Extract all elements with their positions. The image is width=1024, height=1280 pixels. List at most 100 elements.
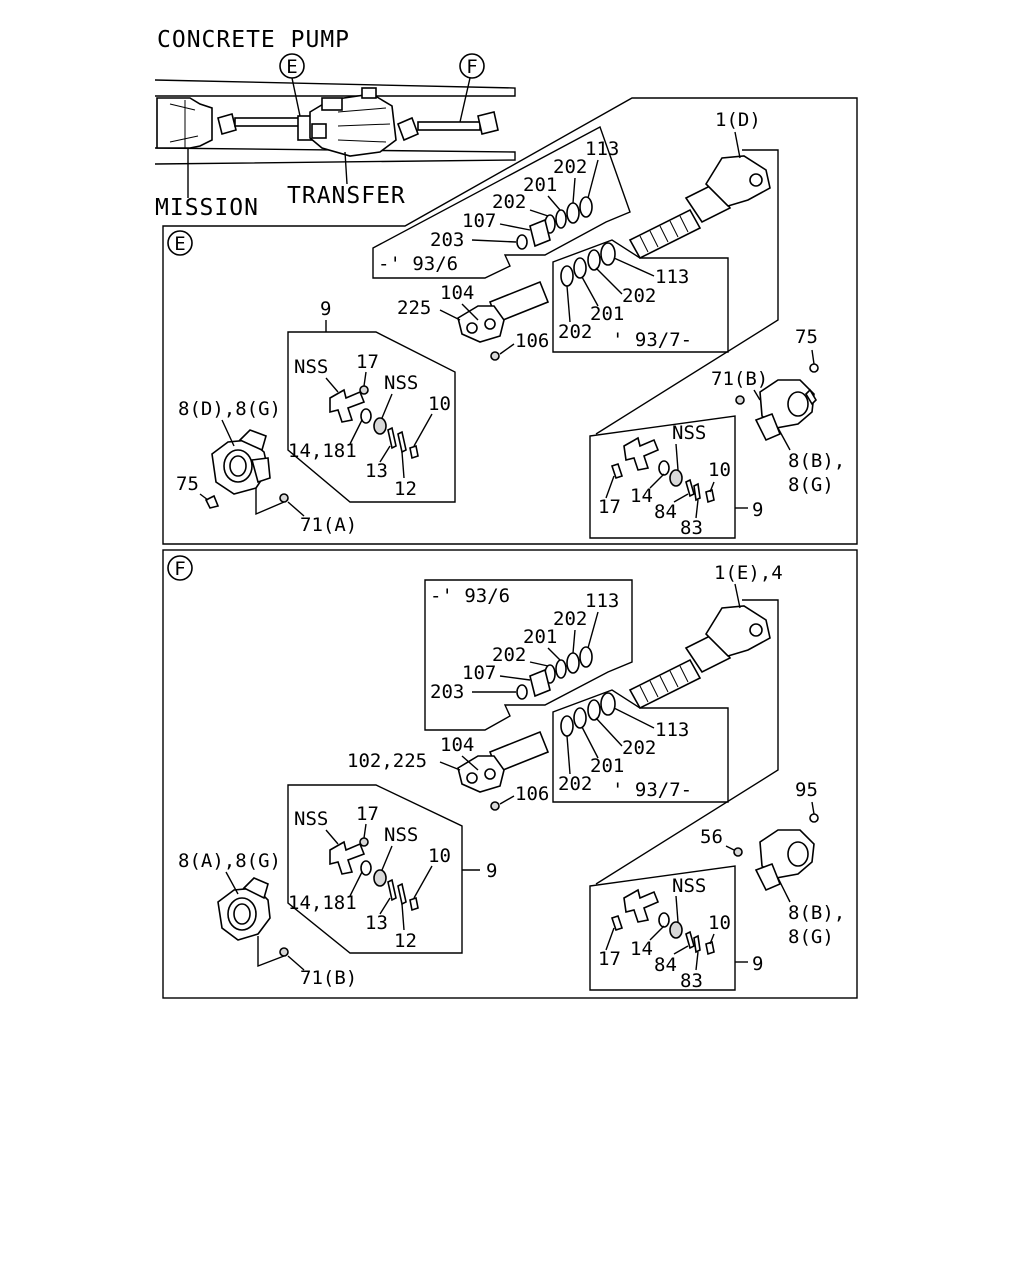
svg-text:8(G): 8(G) bbox=[788, 474, 834, 496]
front-shaft bbox=[234, 117, 306, 127]
svg-text:102,225: 102,225 bbox=[347, 750, 427, 772]
svg-text:113: 113 bbox=[585, 138, 619, 160]
kit-9-right-frame-f bbox=[589, 865, 736, 991]
svg-text:202: 202 bbox=[622, 737, 656, 759]
svg-text:203: 203 bbox=[430, 681, 464, 703]
svg-text:104: 104 bbox=[440, 282, 474, 304]
svg-text:9: 9 bbox=[320, 298, 331, 320]
svg-text:75: 75 bbox=[795, 326, 818, 348]
rear-yoke bbox=[477, 111, 499, 135]
part-107-upper bbox=[529, 218, 551, 248]
svg-text:202: 202 bbox=[553, 608, 587, 630]
svg-text:75: 75 bbox=[176, 473, 199, 495]
svg-text:84: 84 bbox=[654, 501, 677, 523]
svg-text:107: 107 bbox=[462, 662, 496, 684]
svg-text:14: 14 bbox=[630, 485, 653, 507]
nut-71a bbox=[279, 493, 289, 503]
panel-e-marker bbox=[167, 230, 193, 256]
svg-text:202: 202 bbox=[622, 285, 656, 307]
svg-text:8(A),8(G): 8(A),8(G) bbox=[178, 850, 281, 872]
svg-text:71(A): 71(A) bbox=[300, 514, 357, 536]
svg-text:NSS: NSS bbox=[672, 422, 706, 444]
svg-text:17: 17 bbox=[356, 803, 379, 825]
mission-label: MISSION bbox=[155, 195, 259, 221]
splined-shaft-f bbox=[628, 658, 702, 710]
late-version-box-f bbox=[552, 689, 729, 803]
svg-text:71(B): 71(B) bbox=[711, 368, 768, 390]
svg-text:12: 12 bbox=[394, 930, 417, 952]
svg-text:104: 104 bbox=[440, 734, 474, 756]
svg-text:10: 10 bbox=[428, 393, 451, 415]
svg-text:225: 225 bbox=[397, 297, 431, 319]
svg-text:71(B): 71(B) bbox=[300, 967, 357, 989]
panel-f-marker bbox=[167, 555, 193, 581]
svg-text:9: 9 bbox=[486, 860, 497, 882]
panel-e: E -' 93/6 ' 93/7- 1(D) 113 202 201 202 1… bbox=[162, 97, 858, 545]
svg-text:8(B),: 8(B), bbox=[788, 902, 845, 924]
svg-text:202: 202 bbox=[553, 156, 587, 178]
shaft-yoke-f bbox=[704, 605, 771, 657]
slip-yoke-104 bbox=[457, 305, 505, 343]
svg-text:203: 203 bbox=[430, 229, 464, 251]
svg-text:56: 56 bbox=[700, 826, 723, 848]
marker-e-label: E bbox=[286, 56, 297, 78]
svg-text:202: 202 bbox=[558, 321, 592, 343]
svg-text:10: 10 bbox=[428, 845, 451, 867]
grease-fitting-106 bbox=[490, 351, 500, 361]
page-title: CONCRETE PUMP bbox=[157, 27, 350, 53]
svg-text:113: 113 bbox=[655, 266, 689, 288]
kit-9-left-frame-f bbox=[287, 784, 463, 954]
marker-f-circle bbox=[459, 53, 485, 79]
bolt-75-right bbox=[809, 363, 819, 373]
late-version-box bbox=[552, 239, 729, 353]
transfer-label: TRANSFER bbox=[287, 183, 406, 209]
svg-text:NSS: NSS bbox=[672, 875, 706, 897]
nut-71b bbox=[735, 395, 745, 405]
part-113-upper bbox=[579, 196, 593, 218]
svg-text:14: 14 bbox=[630, 938, 653, 960]
bolt-75-left bbox=[204, 494, 220, 509]
svg-text:14,181: 14,181 bbox=[288, 440, 357, 462]
svg-text:NSS: NSS bbox=[294, 356, 328, 378]
svg-text:8(G): 8(G) bbox=[788, 926, 834, 948]
svg-text:113: 113 bbox=[655, 719, 689, 741]
early-version-box-f bbox=[424, 579, 633, 731]
svg-text:84: 84 bbox=[654, 954, 677, 976]
shaft-yoke bbox=[704, 155, 771, 207]
kit-9-left-frame bbox=[287, 331, 456, 503]
svg-text:8(D),8(G): 8(D),8(G) bbox=[178, 398, 281, 420]
svg-text:106: 106 bbox=[515, 783, 549, 805]
front-yoke bbox=[217, 113, 237, 135]
svg-text:113: 113 bbox=[585, 590, 619, 612]
svg-text:202: 202 bbox=[492, 644, 526, 666]
svg-text:201: 201 bbox=[523, 174, 557, 196]
svg-text:17: 17 bbox=[598, 496, 621, 518]
svg-text:10: 10 bbox=[708, 459, 731, 481]
svg-text:202: 202 bbox=[558, 773, 592, 795]
panel-e-frame bbox=[162, 97, 858, 545]
early-version-label: -' 93/6 bbox=[378, 253, 458, 275]
svg-text:13: 13 bbox=[365, 912, 388, 934]
marker-f-label: F bbox=[466, 56, 477, 78]
late-version-label: ' 93/7- bbox=[612, 329, 692, 351]
svg-text:13: 13 bbox=[365, 460, 388, 482]
svg-text:107: 107 bbox=[462, 210, 496, 232]
frame-rail-top bbox=[154, 79, 516, 97]
splined-shaft bbox=[628, 208, 702, 260]
svg-text:F: F bbox=[174, 558, 185, 580]
svg-text:95: 95 bbox=[795, 779, 818, 801]
svg-text:83: 83 bbox=[680, 517, 703, 539]
svg-text:17: 17 bbox=[598, 948, 621, 970]
svg-text:83: 83 bbox=[680, 970, 703, 992]
svg-text:14,181: 14,181 bbox=[288, 892, 357, 914]
svg-text:NSS: NSS bbox=[294, 808, 328, 830]
svg-text:106: 106 bbox=[515, 330, 549, 352]
svg-text:201: 201 bbox=[523, 626, 557, 648]
kit-9-right-frame bbox=[589, 415, 736, 539]
panel-f-frame bbox=[162, 549, 858, 999]
svg-text:12: 12 bbox=[394, 478, 417, 500]
svg-text:NSS: NSS bbox=[384, 372, 418, 394]
svg-text:-' 93/6: -' 93/6 bbox=[430, 585, 510, 607]
spider-cross-left bbox=[329, 388, 366, 423]
